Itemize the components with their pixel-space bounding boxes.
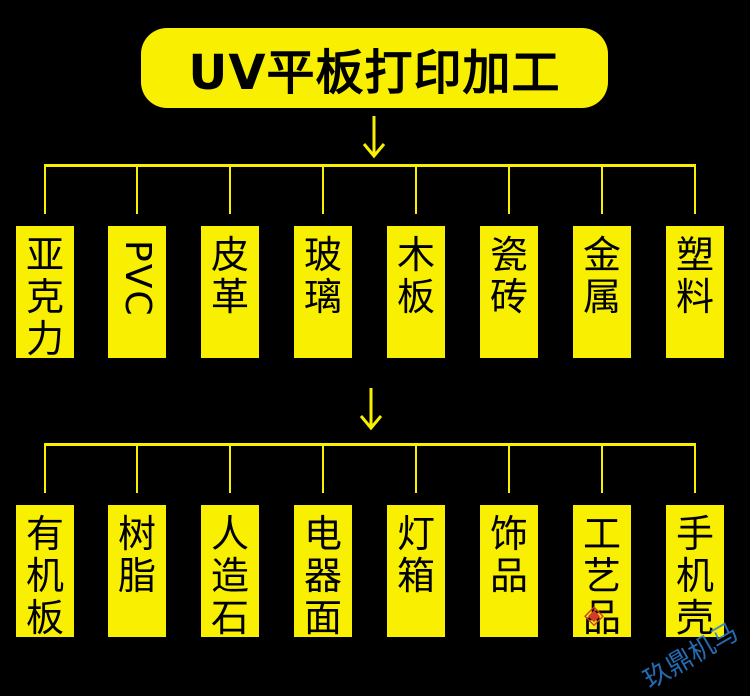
page-title: UV平板打印加工 xyxy=(141,28,608,108)
category-label: 人造石 xyxy=(210,512,249,637)
category-label: 树脂 xyxy=(117,512,156,598)
category-box: 金属 xyxy=(573,226,631,358)
category-box: 树脂 xyxy=(108,505,166,637)
category-box: 灯箱 xyxy=(387,505,445,637)
connector-vertical xyxy=(229,164,231,214)
category-box: 皮革 xyxy=(201,226,259,358)
connector-vertical xyxy=(322,443,324,493)
category-label: 手机壳 xyxy=(675,512,714,637)
connector-vertical xyxy=(601,443,603,493)
arrow-down-icon xyxy=(359,388,383,431)
category-label: 玻璃 xyxy=(303,233,342,319)
category-box: 玻璃 xyxy=(294,226,352,358)
category-label: 饰品 xyxy=(489,512,528,598)
category-box: 塑料 xyxy=(666,226,724,358)
category-label: 塑料 xyxy=(675,233,714,319)
connector-vertical xyxy=(694,443,696,493)
connector-vertical xyxy=(508,164,510,214)
connector-vertical xyxy=(694,164,696,214)
connector-vertical xyxy=(415,164,417,214)
connector-vertical xyxy=(322,164,324,214)
category-box: 木板 xyxy=(387,226,445,358)
connector-vertical xyxy=(601,164,603,214)
category-label: 工艺品 xyxy=(582,512,621,637)
category-box: PVC xyxy=(108,226,166,358)
connector-vertical xyxy=(136,443,138,493)
category-label: 瓷砖 xyxy=(489,233,528,319)
category-box: 饰品 xyxy=(480,505,538,637)
category-label: 木板 xyxy=(396,233,435,319)
connector-vertical xyxy=(44,443,46,493)
category-box: 亚克力 xyxy=(16,226,74,358)
category-label: 皮革 xyxy=(210,233,249,319)
category-box: 人造石 xyxy=(201,505,259,637)
category-box: 有机板 xyxy=(16,505,74,637)
category-box: 瓷砖 xyxy=(480,226,538,358)
connector-vertical xyxy=(508,443,510,493)
connector-horizontal xyxy=(44,443,696,446)
category-box: 手机壳 xyxy=(666,505,724,637)
category-label: 亚克力 xyxy=(25,233,64,358)
connector-vertical xyxy=(136,164,138,214)
arrow-down-icon xyxy=(362,116,386,159)
category-label: 有机板 xyxy=(25,512,64,637)
category-label: 电器面板 xyxy=(303,512,342,637)
category-label: 金属 xyxy=(582,233,621,319)
connector-vertical xyxy=(229,443,231,493)
watermark-logo-icon: ◈ xyxy=(584,600,604,630)
category-label: 灯箱 xyxy=(396,512,435,598)
category-box: 电器面板 xyxy=(294,505,352,637)
connector-horizontal xyxy=(44,164,696,167)
category-label: PVC xyxy=(117,240,158,318)
connector-vertical xyxy=(44,164,46,214)
category-box: 工艺品 xyxy=(573,505,631,637)
connector-vertical xyxy=(415,443,417,493)
